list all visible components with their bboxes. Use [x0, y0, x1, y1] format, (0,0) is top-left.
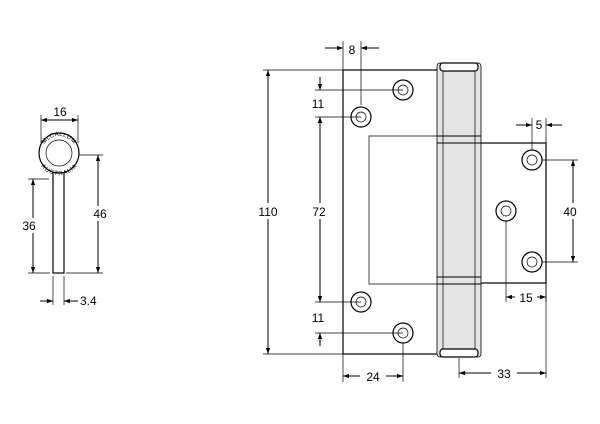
- bottom-pin-cap: [439, 348, 479, 358]
- dim-front-overall-height: 110: [258, 205, 277, 219]
- left-leaf-recess: [368, 135, 440, 285]
- dim-front-hole-offset-bottom: 11: [312, 311, 325, 325]
- dim-front-hole-spacing-left: 72: [312, 205, 326, 219]
- top-pin-cap: [439, 62, 479, 72]
- dim-side-height-tall: 46: [93, 207, 107, 221]
- screw-hole: [495, 200, 517, 222]
- screw-hole: [521, 251, 543, 273]
- dim-front-hole-edge-right: 5: [536, 118, 543, 132]
- dim-side-height-short: 36: [22, 219, 36, 233]
- dim-front-hole-spacing-right: 40: [563, 205, 577, 219]
- side-view-head: [38, 132, 80, 174]
- dim-front-leaf-width: 33: [497, 367, 511, 381]
- dim-side-width: 16: [53, 105, 67, 119]
- side-view-stem: [52, 169, 65, 274]
- knuckle-barrel: [436, 62, 482, 358]
- dim-front-hole-from-edge: 24: [366, 370, 380, 384]
- side-view: McCALLUM AUSTRALIA 16 36 46 3.4: [19, 105, 112, 308]
- dim-front-hole-from-knuckle: 15: [519, 291, 533, 305]
- side-view-head-inner: [45, 139, 73, 167]
- screw-hole: [521, 149, 543, 171]
- dim-side-thickness: 3.4: [80, 294, 97, 308]
- dim-front-hole-edge-top: 8: [349, 43, 356, 57]
- front-view: 8 110 11 72 11 24 5: [250, 41, 586, 384]
- dim-front-hole-offset-top: 11: [312, 97, 325, 111]
